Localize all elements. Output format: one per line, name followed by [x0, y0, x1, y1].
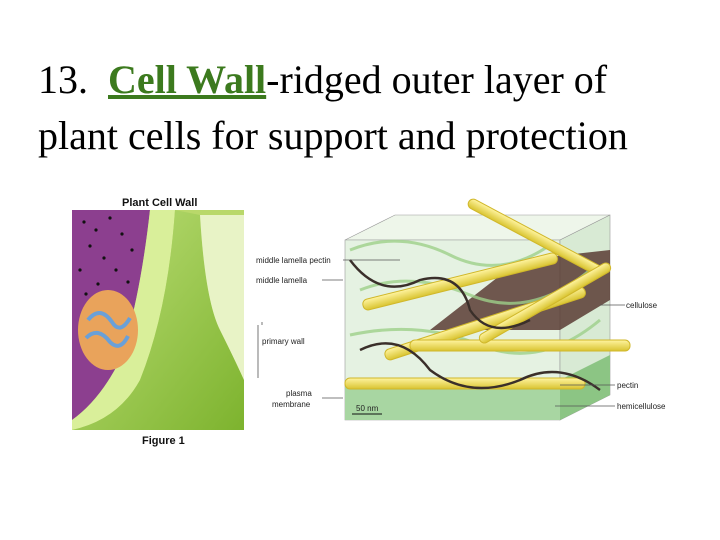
plasma-membrane-layer: [345, 380, 560, 420]
cell-illustration: [72, 210, 244, 430]
pectin-matrix: [430, 250, 610, 330]
pectin-strands: [349, 259, 601, 391]
label-membrane: membrane: [272, 400, 311, 409]
label-middle-lamella-pectin: middle lamella pectin: [256, 256, 331, 265]
ribosomes: [78, 216, 134, 296]
label-plasma: plasma: [286, 389, 312, 398]
label-cellulose: cellulose: [626, 301, 658, 310]
label-hemicellulose: hemicellulose: [617, 402, 666, 411]
mitochondrion-cristae: [84, 311, 132, 348]
definition-line-1: -ridged outer layer of: [266, 57, 608, 102]
adjacent-wall: [200, 215, 244, 380]
label-primary-wall: primary wall: [262, 337, 305, 346]
plasma-membrane-edge: [72, 210, 175, 430]
label-scale: 50 nm: [356, 404, 379, 413]
mitochondrion: [78, 290, 138, 370]
definition-line-2: plant cells for support and protection: [38, 113, 628, 158]
cell-wall-layer: [72, 210, 244, 430]
label-pectin: pectin: [617, 381, 638, 390]
figure-caption: Figure 1: [142, 435, 185, 447]
figure-title: Plant Cell Wall: [122, 197, 197, 209]
wall-block: [344, 198, 631, 421]
slide-number: 13.: [38, 57, 88, 102]
term-cell-wall: Cell Wall: [108, 57, 267, 102]
slide-heading: 13. Cell Wall-ridged outer layer of plan…: [38, 52, 708, 164]
plasma-membrane-side: [560, 355, 610, 420]
leader-lines: [257, 259, 625, 407]
label-middle-lamella: middle lamella: [256, 276, 308, 285]
